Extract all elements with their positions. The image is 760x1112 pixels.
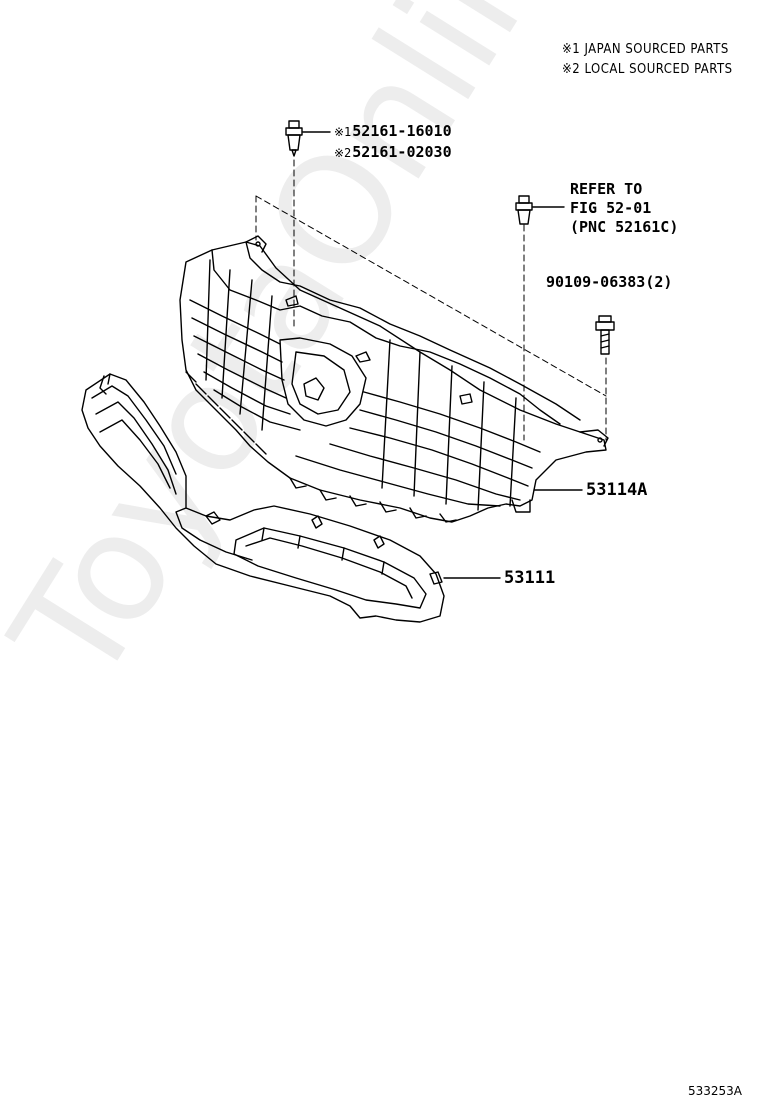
refer-to-callout: REFER TO FIG 52-01 (PNC 52161C) [570, 180, 678, 237]
refer-line-3: (PNC 52161C) [570, 218, 679, 236]
bolt-icon [595, 315, 615, 355]
alignment-dashed-lines [255, 159, 607, 441]
figure-id: 533253A [688, 1084, 743, 1098]
legend-text-2: LOCAL SOURCED PARTS [584, 62, 733, 77]
bolt-part-number: 90109-06383(2) [546, 273, 673, 291]
legend-japan-sourced: ※1 JAPAN SOURCED PARTS [562, 42, 729, 57]
legend-text-1: JAPAN SOURCED PARTS [584, 42, 729, 57]
clip-mark-1: ※1 [334, 125, 352, 139]
refer-line-2: FIG 52-01 [570, 199, 652, 217]
legend-mark-2: ※2 [562, 62, 581, 77]
clip-icon-center [285, 120, 331, 157]
clip-part-number-japan: ※152161-16010 [334, 122, 452, 140]
refer-line-1: REFER TO [570, 180, 643, 198]
grille-part-number: 53114A [586, 480, 648, 500]
legend-local-sourced: ※2 LOCAL SOURCED PARTS [562, 62, 733, 77]
clip-part-1: 52161-16010 [352, 122, 452, 140]
lower-grille-part-number: 53111 [504, 568, 556, 588]
clip-mark-2: ※2 [334, 146, 352, 160]
legend-mark-1: ※1 [562, 42, 581, 57]
clip-icon-right [515, 195, 565, 225]
radiator-grille-drawing [179, 235, 609, 523]
lower-grille-drawing [81, 373, 445, 623]
clip-part-number-local: ※252161-02030 [334, 143, 452, 161]
clip-part-2: 52161-02030 [352, 143, 452, 161]
